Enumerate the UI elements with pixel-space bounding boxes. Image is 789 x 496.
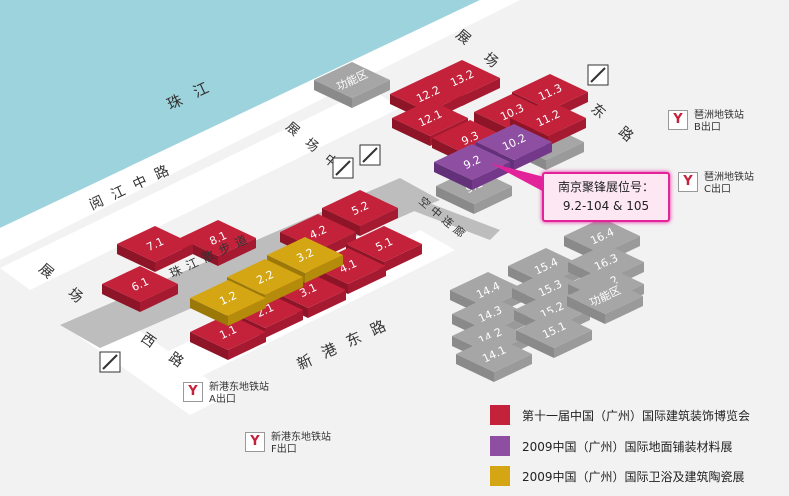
legend-swatch-gold (490, 466, 510, 486)
metro-f-name: 新港东地铁站 (271, 432, 331, 443)
legend-label-gold: 2009中国（广州）国际卫浴及建筑陶瓷展 (522, 470, 745, 484)
callout-pointer (490, 163, 548, 194)
metro-c-exit: C出口 (704, 184, 731, 195)
callout-title: 南京聚锋展位号： (557, 180, 654, 194)
legend-swatch-red (490, 405, 510, 425)
metro-icon: Y (678, 172, 698, 192)
hall-16-4: 16.4 (564, 218, 640, 264)
legend-swatch-purple (490, 436, 510, 456)
hall-15-1: 15.1 (516, 312, 592, 358)
yuejiang-road (0, 88, 400, 290)
hall-12-1: 12.1 (392, 100, 468, 146)
hall-7-1: 7.1 (117, 226, 193, 272)
metro-c-name: 琶洲地铁站 (704, 172, 754, 183)
hall-14-1: 14.1 (456, 336, 532, 382)
east-walkway (385, 190, 500, 240)
callout-booth: 9.2-104 & 105 (562, 199, 650, 213)
booth-callout: 南京聚锋展位号： 9.2-104 & 105 (542, 172, 670, 222)
metro-b-exit: B出口 (694, 122, 721, 133)
hall-10-2: 10.2 (476, 124, 552, 170)
metro-f-exit: F出口 (271, 444, 297, 455)
legend-label-red: 第十一届中国（广州）国际建筑装饰博览会 (522, 409, 751, 423)
hall-功能区a: 功能区 (314, 62, 390, 108)
hall-1-2: 1.2 (190, 280, 266, 326)
hall-1-1: 1.1 (190, 314, 266, 360)
hall-6-1: 6.1 (102, 266, 178, 312)
metro-icon: Y (245, 432, 265, 452)
hall-8-1: 8.1 (180, 220, 256, 266)
hall-功能区b: 功能区 (567, 278, 643, 324)
riverbank (0, 0, 520, 260)
metro-a-name: 新港东地铁站 (209, 382, 269, 393)
hall-9-2: 9.2 (434, 144, 510, 190)
hall-5-2: 5.2 (322, 190, 398, 236)
metro-a-exit: A出口 (209, 394, 236, 405)
legend-label-purple: 2009中国（广州）国际地面铺装材料展 (522, 440, 733, 454)
metro-icon: Y (668, 110, 688, 130)
metro-icon: Y (183, 382, 203, 402)
label-east-road: 东路 (587, 101, 652, 160)
escalator-icon (99, 64, 609, 373)
metro-b-name: 琶洲地铁站 (694, 110, 744, 121)
